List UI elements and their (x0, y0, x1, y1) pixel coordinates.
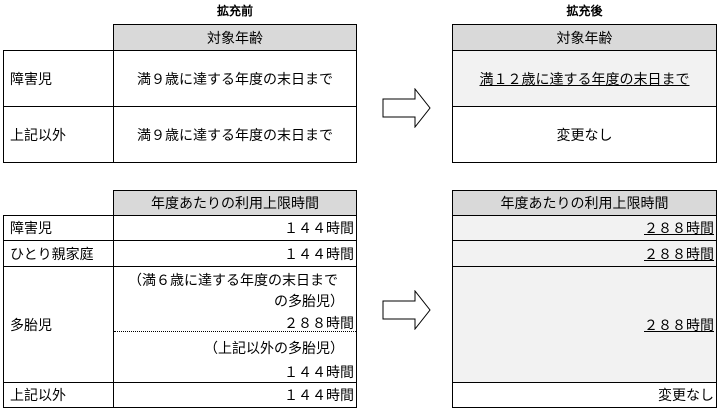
limit-after-disabled-child-text: ２８８時間 (644, 221, 714, 237)
multiple-birth-note-1: （満６歳に達する年度の末日まで (128, 273, 338, 289)
arrow-right-icon (382, 88, 431, 128)
row-label-disabled-child: 障害児 (3, 50, 114, 107)
limit-after-multiple-birth: ２８８時間 (452, 266, 717, 383)
limit-before-disabled-child: １４４時間 (113, 215, 357, 241)
limit-after-single-parent-text: ２８８時間 (644, 246, 714, 263)
age-after-others: 変更なし (452, 106, 717, 163)
multiple-birth-note-2: の多胎児） (274, 294, 344, 310)
multiple-birth-note-3: （上記以外の多胎児） (204, 341, 344, 357)
age-column-header-before: 対象年齢 (113, 24, 357, 51)
age-after-disabled-child: 満１２歳に達する年度の末日まで (452, 50, 717, 107)
limit-after-multiple-birth-text: ２８８時間 (644, 317, 714, 334)
multiple-birth-hours-other: １４４時間 (284, 365, 354, 381)
row-label-disabled-child-2: 障害児 (3, 215, 114, 241)
age-column-header-after: 対象年齢 (452, 24, 717, 51)
limit-before-single-parent: １４４時間 (113, 240, 357, 267)
after-heading: 拡充後 (566, 4, 603, 18)
limit-after-others: 変更なし (452, 382, 717, 408)
limit-before-others: １４４時間 (113, 382, 357, 408)
arrow-right-icon (382, 290, 431, 330)
limit-column-header-before: 年度あたりの利用上限時間 (113, 190, 357, 216)
multiple-birth-hours-young: ２８８時間 (284, 316, 354, 332)
age-before-disabled-child: 満９歳に達する年度の末日まで (113, 50, 357, 107)
before-heading: 拡充前 (216, 4, 253, 18)
age-after-disabled-child-text: 満１２歳に達する年度の末日まで (479, 71, 690, 88)
limit-after-single-parent: ２８８時間 (452, 240, 717, 267)
row-label-single-parent: ひとり親家庭 (3, 240, 114, 267)
row-label-others: 上記以外 (3, 106, 114, 163)
limit-column-header-after: 年度あたりの利用上限時間 (452, 190, 717, 216)
limit-after-disabled-child: ２８８時間 (452, 215, 717, 241)
limit-before-multiple-birth: （満６歳に達する年度の末日まで の多胎児） ２８８時間 （上記以外の多胎児） １… (113, 266, 357, 383)
age-before-others: 満９歳に達する年度の末日まで (113, 106, 357, 163)
row-label-multiple-birth: 多胎児 (3, 266, 114, 383)
multiple-birth-divider (114, 331, 356, 332)
row-label-others-2: 上記以外 (3, 382, 114, 408)
